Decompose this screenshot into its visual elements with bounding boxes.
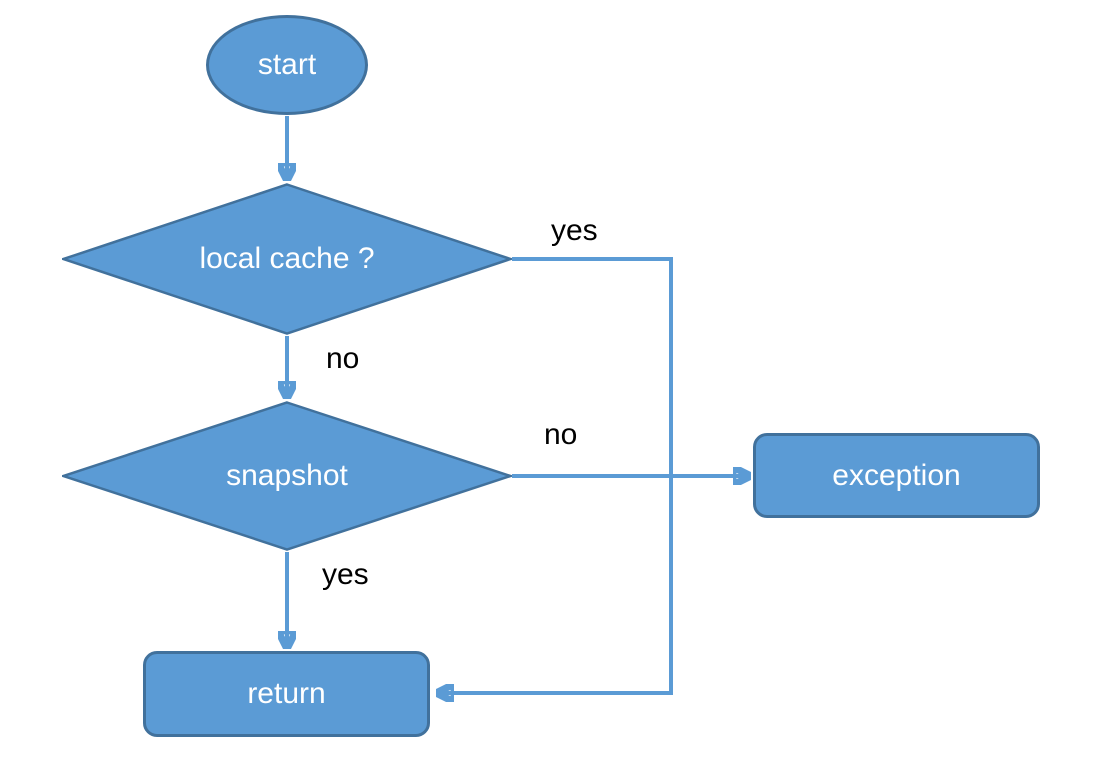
node-local-cache-label: local cache ? — [199, 242, 375, 275]
node-snapshot-label: snapshot — [226, 459, 348, 492]
node-return: return — [143, 651, 430, 737]
node-snapshot: snapshot — [62, 401, 512, 551]
diamond-shape — [62, 183, 512, 335]
node-local-cache: local cache ? — [62, 183, 512, 335]
diamond-shape — [62, 401, 512, 551]
edge-label-snapshot-no: no — [544, 418, 578, 451]
node-return-label: return — [247, 677, 326, 710]
edge-label-local-cache-no: no — [326, 342, 360, 375]
node-exception-label: exception — [832, 458, 961, 492]
edge-label-local-cache-yes: yes — [551, 214, 598, 247]
node-start: start — [206, 15, 368, 115]
edge-label-snapshot-yes: yes — [322, 558, 369, 591]
node-exception: exception — [753, 433, 1040, 518]
node-start-label: start — [257, 48, 317, 81]
